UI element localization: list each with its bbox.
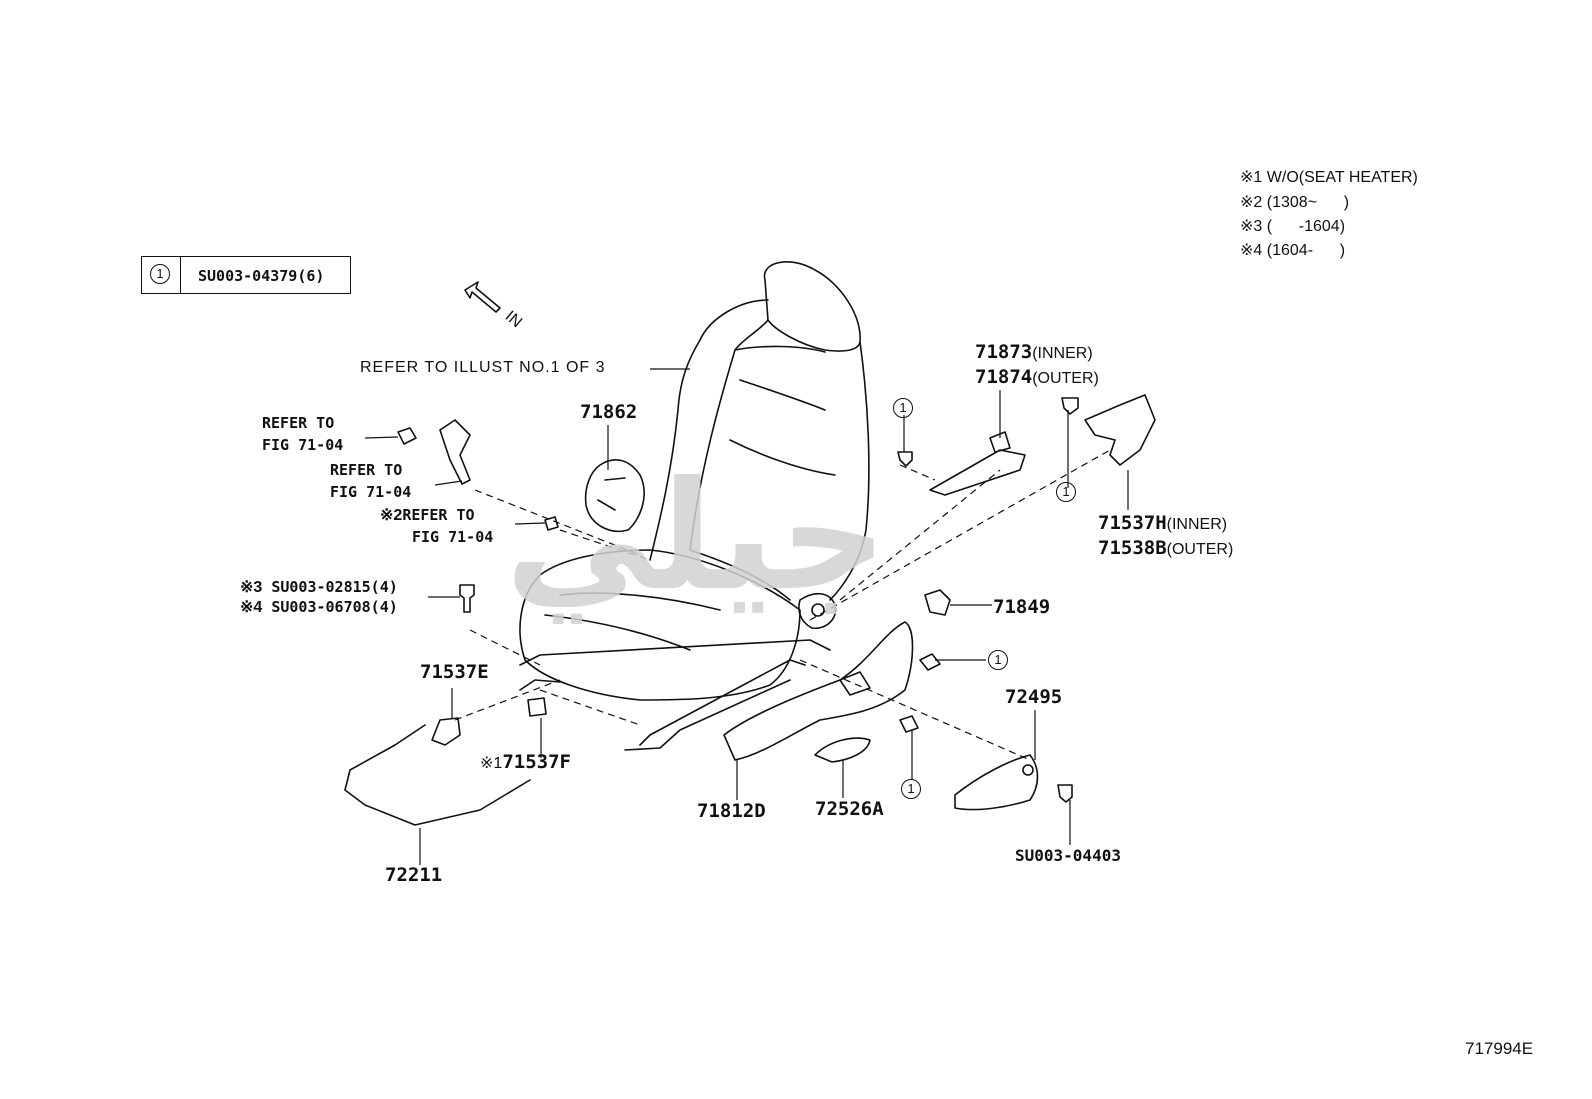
refer-label-3-mark: ※2	[380, 507, 403, 524]
part-71538B-label: 71538B(OUTER)	[1098, 539, 1233, 558]
part-71537F-label: ※171537F	[480, 753, 571, 772]
part-SU003-04403-label: SU003-04403	[1015, 846, 1121, 865]
part-72211-shape	[344, 724, 531, 826]
legend-box: 1 SU003-04379(6)	[141, 256, 351, 294]
part-71538B-number: 71538B	[1098, 537, 1167, 559]
part-71538B-note: (OUTER)	[1166, 541, 1234, 558]
note-3: ※3 ( -1604)	[1240, 219, 1345, 235]
part-72495-label: 72495	[1005, 686, 1063, 708]
circle-callout-icon: 1	[901, 779, 921, 799]
note-mark: ※2	[1240, 194, 1263, 211]
refer-label-3-text: REFER TO	[402, 506, 475, 524]
refer-label-1-line1: REFER TO	[262, 414, 335, 432]
part-71537F-number: 71537F	[502, 751, 571, 773]
circle-callout-icon: 1	[1056, 482, 1076, 502]
refer-label-3-line2: FIG 71-04	[412, 528, 494, 546]
note-text: (1604- )	[1266, 242, 1346, 259]
part-71537H-label: 71537H(INNER)	[1098, 514, 1227, 533]
part-71873-note: (INNER)	[1032, 345, 1093, 362]
bolt-2-text: SU003-06708(4)	[271, 598, 398, 616]
note-text: (1308~ )	[1266, 194, 1350, 211]
note-1: ※1 W/O(SEAT HEATER)	[1240, 170, 1418, 186]
part-71862-label: 71862	[580, 401, 638, 423]
circle-callout-icon: 1	[893, 398, 913, 418]
part-72211-label: 72211	[385, 864, 443, 886]
part-71874-number: 71874	[975, 366, 1033, 388]
part-71537H-number: 71537H	[1098, 512, 1167, 534]
note-4: ※4 (1604- )	[1240, 243, 1345, 259]
part-71873-label: 71873(INNER)	[975, 343, 1093, 362]
refer-label-2-line1: REFER TO	[330, 461, 403, 479]
circle-callout-icon: 1	[988, 650, 1008, 670]
note-2: ※2 (1308~ )	[1240, 195, 1349, 211]
part-71862-shape	[584, 459, 645, 532]
part-71874-note: (OUTER)	[1032, 370, 1099, 387]
refer-label-1-line2: FIG 71-04	[262, 436, 344, 454]
note-text: W/O(SEAT HEATER)	[1266, 169, 1418, 186]
refer-label-3-line1: ※2REFER TO	[380, 508, 475, 524]
note-mark: ※4	[1240, 242, 1263, 259]
in-arrow	[464, 281, 501, 313]
part-71537F-mark: ※1	[480, 755, 503, 772]
part-71537E-label: 71537E	[420, 661, 489, 683]
note-text: ( -1604)	[1266, 218, 1346, 235]
part-71812D-shape	[723, 621, 914, 761]
figure-id: 717994E	[1465, 1039, 1534, 1058]
part-71873-number: 71873	[975, 341, 1033, 363]
seatback	[649, 299, 870, 601]
seat-rail	[519, 639, 831, 751]
bolt-2-mark: ※4	[240, 599, 263, 616]
note-mark: ※1	[1240, 169, 1263, 186]
part-71874-label: 71874(OUTER)	[975, 368, 1099, 387]
legend-part-number: SU003-04379(6)	[198, 267, 325, 285]
refer-illust-label: REFER TO ILLUST NO.1 OF 3	[360, 359, 606, 376]
bolt-label-1: ※3 SU003-02815(4)	[240, 580, 398, 596]
bolt-label-2: ※4 SU003-06708(4)	[240, 600, 398, 616]
note-mark: ※3	[1240, 218, 1263, 235]
part-72526A-label: 72526A	[815, 798, 884, 820]
refer-label-2-line2: FIG 71-04	[330, 483, 412, 501]
part-71537H-note: (INNER)	[1166, 516, 1228, 533]
bolt-1-text: SU003-02815(4)	[271, 578, 398, 596]
legend-symbol-cell: 1	[142, 257, 181, 293]
headrest	[763, 261, 861, 352]
part-71812D-label: 71812D	[697, 800, 766, 822]
watermark: جيلي	[505, 450, 893, 624]
part-71849-label: 71849	[993, 596, 1051, 618]
bolt-1-mark: ※3	[240, 579, 263, 596]
circle-number-icon: 1	[150, 264, 170, 284]
